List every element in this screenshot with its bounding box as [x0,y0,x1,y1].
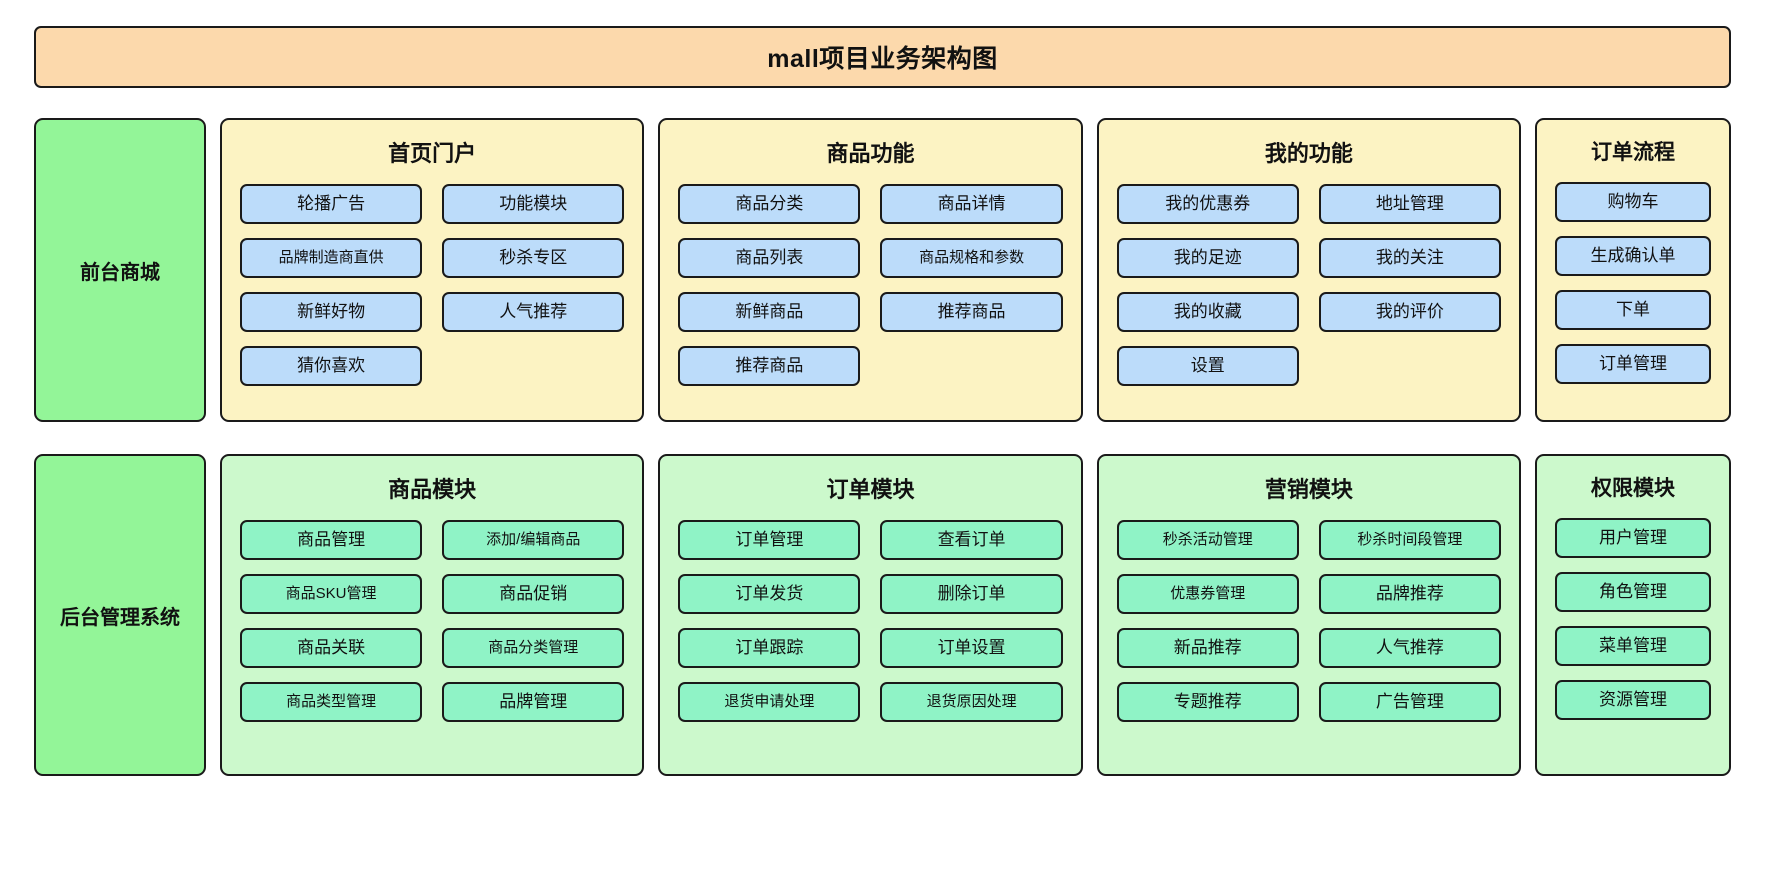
list-item[interactable]: 订单跟踪 [678,628,861,668]
sidebar-label-backend: 后台管理系统 [60,606,180,629]
list-item[interactable]: 角色管理 [1554,572,1711,612]
list-item[interactable]: 商品规格和参数 [880,238,1063,278]
list-item[interactable]: 秒杀专区 [442,238,625,278]
list-item[interactable]: 菜单管理 [1554,626,1711,666]
list-item[interactable]: 我的关注 [1318,238,1501,278]
list-item[interactable]: 我的收藏 [1116,292,1299,332]
list-item[interactable]: 轮播广告 [240,184,423,224]
item-grid-marketing-module: 秒杀活动管理 秒杀时间段管理 优惠券管理 品牌推荐 新品推荐 人气推荐 专题推荐… [1116,520,1501,722]
panel-title-marketing-module: 营销模块 [1264,477,1353,502]
list-item[interactable]: 商品列表 [678,238,861,278]
item-grid-product-module: 商品管理 添加/编辑商品 商品SKU管理 商品促销 商品关联 商品分类管理 商品… [240,520,625,722]
list-item[interactable]: 订单发货 [678,574,861,614]
list-item[interactable]: 品牌推荐 [1318,574,1501,614]
panel-title-permission-module: 权限模块 [1590,477,1675,500]
list-item[interactable]: 推荐商品 [880,292,1063,332]
list-item[interactable]: 订单设置 [880,628,1063,668]
list-item[interactable]: 商品分类 [678,184,861,224]
panel-title-home-portal: 首页门户 [388,141,477,166]
list-item[interactable]: 删除订单 [880,574,1063,614]
page-title: mall项目业务架构图 [767,45,998,73]
list-item[interactable]: 商品SKU管理 [240,574,423,614]
list-item[interactable]: 商品分类管理 [442,628,625,668]
list-item[interactable]: 用户管理 [1554,518,1711,558]
list-item[interactable]: 我的足迹 [1116,238,1299,278]
panel-my-features: 我的功能 我的优惠券 地址管理 我的足迹 我的关注 我的收藏 我的评价 设置 [1096,118,1521,422]
list-item[interactable]: 广告管理 [1318,682,1501,722]
panel-product-module: 商品模块 商品管理 添加/编辑商品 商品SKU管理 商品促销 商品关联 商品分类… [220,454,645,776]
list-item[interactable]: 资源管理 [1554,680,1711,720]
list-item[interactable]: 购物车 [1554,182,1711,222]
sidebar-backend[interactable]: 后台管理系统 [34,454,206,776]
list-item[interactable]: 退货申请处理 [678,682,861,722]
panel-home-portal: 首页门户 轮播广告 功能模块 品牌制造商直供 秒杀专区 新鲜好物 人气推荐 猜你… [220,118,645,422]
panel-marketing-module: 营销模块 秒杀活动管理 秒杀时间段管理 优惠券管理 品牌推荐 新品推荐 人气推荐… [1096,454,1521,776]
list-item[interactable]: 新品推荐 [1116,628,1299,668]
list-item[interactable]: 商品类型管理 [240,682,423,722]
panel-title-my-features: 我的功能 [1264,141,1353,166]
item-grid-home-portal: 轮播广告 功能模块 品牌制造商直供 秒杀专区 新鲜好物 人气推荐 猜你喜欢 [240,184,625,386]
item-grid-product-features: 商品分类 商品详情 商品列表 商品规格和参数 新鲜商品 推荐商品 推荐商品 [678,184,1063,386]
list-item[interactable]: 我的评价 [1318,292,1501,332]
list-item[interactable]: 商品详情 [880,184,1063,224]
list-item[interactable]: 品牌制造商直供 [240,238,423,278]
list-item[interactable]: 猜你喜欢 [240,346,423,386]
list-item[interactable]: 下单 [1554,290,1711,330]
panel-title-order-module: 订单模块 [826,477,915,502]
list-item[interactable]: 优惠券管理 [1116,574,1299,614]
list-item[interactable]: 商品管理 [240,520,423,560]
panel-order-flow: 订单流程 购物车 生成确认单 下单 订单管理 [1534,118,1731,422]
panel-title-product-features: 商品功能 [826,141,915,166]
list-item[interactable]: 秒杀活动管理 [1116,520,1299,560]
item-grid-order-module: 订单管理 查看订单 订单发货 删除订单 订单跟踪 订单设置 退货申请处理 退货原… [678,520,1063,722]
list-item[interactable]: 商品促销 [442,574,625,614]
list-item[interactable]: 人气推荐 [442,292,625,332]
list-item[interactable]: 商品关联 [240,628,423,668]
panel-title-product-module: 商品模块 [388,477,477,502]
list-item[interactable]: 新鲜商品 [678,292,861,332]
list-item[interactable]: 查看订单 [880,520,1063,560]
row-backend: 后台管理系统 商品模块 商品管理 添加/编辑商品 商品SKU管理 商品促销 商品… [34,454,1731,776]
list-item[interactable]: 推荐商品 [678,346,861,386]
panel-permission-module: 权限模块 用户管理 角色管理 菜单管理 资源管理 [1534,454,1731,776]
list-item[interactable]: 订单管理 [678,520,861,560]
list-item[interactable]: 我的优惠券 [1116,184,1299,224]
list-item[interactable]: 添加/编辑商品 [442,520,625,560]
panel-title-order-flow: 订单流程 [1590,141,1675,164]
list-item[interactable]: 专题推荐 [1116,682,1299,722]
list-item[interactable]: 功能模块 [442,184,625,224]
sidebar-frontend[interactable]: 前台商城 [34,118,206,422]
item-grid-permission-module: 用户管理 角色管理 菜单管理 资源管理 [1554,518,1711,720]
list-item[interactable]: 退货原因处理 [880,682,1063,722]
panel-order-module: 订单模块 订单管理 查看订单 订单发货 删除订单 订单跟踪 订单设置 退货申请处… [658,454,1083,776]
diagram-title-bar: mall项目业务架构图 [34,26,1731,88]
list-item[interactable]: 地址管理 [1318,184,1501,224]
list-item[interactable]: 生成确认单 [1554,236,1711,276]
list-item[interactable]: 设置 [1116,346,1299,386]
list-item[interactable]: 秒杀时间段管理 [1318,520,1501,560]
item-grid-my-features: 我的优惠券 地址管理 我的足迹 我的关注 我的收藏 我的评价 设置 [1116,184,1501,386]
list-item[interactable]: 订单管理 [1554,344,1711,384]
list-item[interactable]: 品牌管理 [442,682,625,722]
item-grid-order-flow: 购物车 生成确认单 下单 订单管理 [1554,182,1711,384]
list-item[interactable]: 新鲜好物 [240,292,423,332]
row-frontend: 前台商城 首页门户 轮播广告 功能模块 品牌制造商直供 秒杀专区 新鲜好物 人气… [34,118,1731,422]
panel-product-features: 商品功能 商品分类 商品详情 商品列表 商品规格和参数 新鲜商品 推荐商品 推荐… [658,118,1083,422]
sidebar-label-frontend: 前台商城 [80,261,160,284]
list-item[interactable]: 人气推荐 [1318,628,1501,668]
